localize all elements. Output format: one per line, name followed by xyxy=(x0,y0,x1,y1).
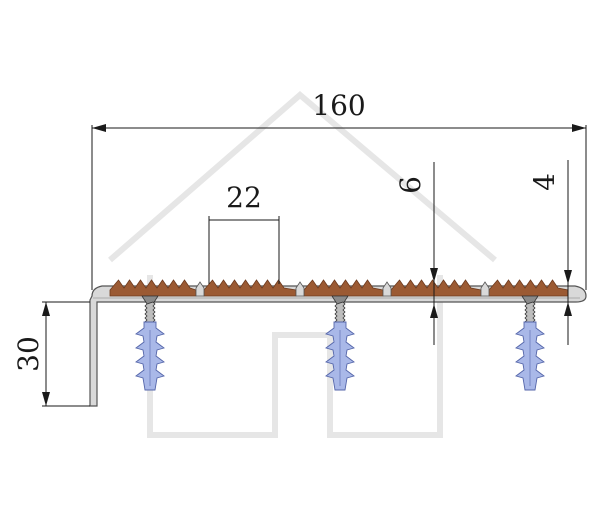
dimension-tooth-pitch: 22 xyxy=(208,181,280,284)
insert-strip-1 xyxy=(109,279,197,297)
dimension-lip-height: 4 xyxy=(528,160,572,345)
profile-ridge-3 xyxy=(382,281,392,297)
arrow-lip-top xyxy=(564,270,572,284)
dimension-total-width: 160 xyxy=(91,89,587,290)
dimension-insert-height: 6 xyxy=(394,162,438,345)
insert-strip-2 xyxy=(203,279,297,297)
label-total-width: 160 xyxy=(312,89,365,122)
label-nosing-height: 30 xyxy=(12,336,45,372)
anti-slip-inserts xyxy=(109,279,569,297)
insert-strip-5 xyxy=(488,279,569,297)
arrow-lip-bottom xyxy=(564,302,572,316)
label-lip-height: 4 xyxy=(528,173,561,191)
dowel-screw-icon xyxy=(515,295,545,391)
label-insert-height: 6 xyxy=(394,176,427,194)
house-watermark-icon xyxy=(108,91,497,438)
insert-strip-3 xyxy=(303,279,384,297)
label-tooth-pitch: 22 xyxy=(226,181,262,214)
arrow-nosing-bottom xyxy=(42,392,50,406)
dimension-nosing-height: 30 xyxy=(12,301,90,407)
arrow-insert-top xyxy=(430,268,438,282)
profile-ridge-4 xyxy=(480,281,490,297)
dowel-screw-icon xyxy=(135,295,165,391)
dowel-screw-icon xyxy=(325,295,355,391)
arrow-insert-bottom xyxy=(430,304,438,318)
arrow-right xyxy=(572,124,586,132)
profile-ridge-2 xyxy=(295,281,305,297)
arrow-left xyxy=(92,124,106,132)
arrow-nosing-top xyxy=(42,302,50,316)
profile-ridge-1 xyxy=(195,281,205,297)
fasteners xyxy=(135,295,545,391)
insert-strip-4 xyxy=(390,279,482,297)
